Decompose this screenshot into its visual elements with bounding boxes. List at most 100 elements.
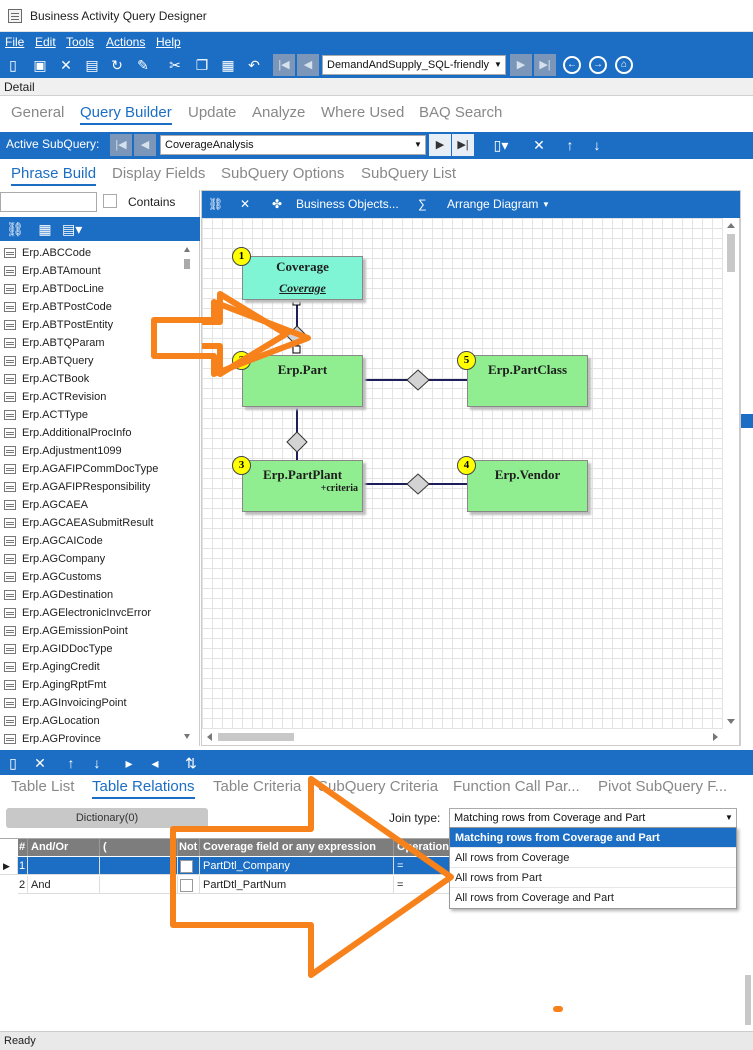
list-item[interactable]: Erp.AGProvince	[0, 730, 182, 744]
subquery-select[interactable]: CoverageAnalysis ▼	[160, 135, 426, 155]
tab-general[interactable]: General	[11, 104, 65, 121]
delete-icon[interactable]: ▤	[85, 57, 99, 73]
list-item[interactable]: Erp.AGLocation	[0, 712, 182, 730]
tab-subquery-list[interactable]: SubQuery List	[361, 165, 457, 182]
tab-analyze[interactable]: Analyze	[252, 104, 306, 121]
close-icon[interactable]: ✕	[60, 57, 72, 73]
table-row-andor[interactable]: And	[28, 876, 100, 894]
objects-icon[interactable]: ✤	[272, 197, 283, 211]
table-row-num[interactable]: 1	[18, 857, 28, 875]
new-subquery-icon[interactable]: ▯▾	[493, 137, 509, 153]
table-row-paren[interactable]	[100, 876, 178, 894]
table-view-icon[interactable]: ▤▾	[62, 221, 83, 237]
list-item[interactable]: Erp.ABTPostCode	[0, 298, 182, 316]
list-item[interactable]: Erp.AGAFIPResponsibility	[0, 478, 182, 496]
list-item[interactable]: Erp.AGCAEA	[0, 496, 182, 514]
paste-icon[interactable]: ▦	[221, 57, 235, 73]
table-row-andor[interactable]	[28, 857, 100, 875]
join-option-matching[interactable]: Matching rows from Coverage and Part	[450, 828, 736, 848]
grid-icon[interactable]: ▦	[38, 221, 52, 237]
move-down-icon[interactable]: ↓	[93, 755, 101, 771]
list-item[interactable]: Erp.ABTQParam	[0, 334, 182, 352]
move-up-icon[interactable]: ↑	[566, 137, 574, 153]
tab-pivot-subquery[interactable]: Pivot SubQuery F...	[598, 778, 728, 795]
list-item[interactable]: Erp.ABTDocLine	[0, 280, 182, 298]
menu-edit[interactable]: Edit	[35, 35, 56, 49]
list-item[interactable]: Erp.AGCompany	[0, 550, 182, 568]
menu-help[interactable]: Help	[156, 35, 181, 49]
delete-icon[interactable]: ✕	[34, 755, 46, 771]
tab-table-criteria[interactable]: Table Criteria	[213, 778, 302, 795]
menu-tools[interactable]: Tools	[66, 35, 95, 49]
not-checkbox[interactable]	[180, 859, 193, 873]
list-item[interactable]: Erp.AgingCredit	[0, 658, 182, 676]
tab-table-list[interactable]: Table List	[11, 778, 75, 795]
arrange-diagram-button[interactable]: Arrange Diagram	[447, 197, 539, 211]
save-icon[interactable]: ▣	[33, 57, 47, 73]
list-item[interactable]: Erp.AGCustoms	[0, 568, 182, 586]
diagram-vertical-scrollbar[interactable]	[723, 218, 739, 729]
refresh-icon[interactable]: ↻	[111, 57, 123, 73]
tab-display-fields[interactable]: Display Fields	[112, 165, 206, 182]
list-item[interactable]: Erp.AGIDDocType	[0, 640, 182, 658]
table-search-input[interactable]	[0, 192, 97, 212]
tab-function-call-params[interactable]: Function Call Par...	[453, 778, 580, 795]
move-up-icon[interactable]: ↑	[67, 755, 75, 771]
list-item[interactable]: Erp.AgingRptFmt	[0, 676, 182, 694]
list-item[interactable]: Erp.AGInvoicingPoint	[0, 694, 182, 712]
tab-where-used[interactable]: Where Used	[321, 104, 405, 121]
list-item[interactable]: Erp.ABCCode	[0, 244, 182, 262]
link-icon[interactable]: ⛓	[208, 197, 224, 211]
next-record-icon[interactable]: ▶	[510, 54, 532, 76]
list-item[interactable]: Erp.Adjustment1099	[0, 442, 182, 460]
cut-icon[interactable]: ✂	[169, 57, 181, 73]
list-item[interactable]: Erp.ACTRevision	[0, 388, 182, 406]
last-record-icon[interactable]: ▶|	[534, 54, 556, 76]
join-option-all-part[interactable]: All rows from Part	[450, 868, 736, 888]
list-item[interactable]: Erp.AGAFIPCommDocType	[0, 460, 182, 478]
table-row-field[interactable]: PartDtl_Company	[200, 857, 394, 875]
new-icon[interactable]: ▯	[9, 57, 17, 73]
list-item[interactable]: Erp.AdditionalProcInfo	[0, 424, 182, 442]
diagram-horizontal-scrollbar[interactable]	[202, 729, 723, 745]
tab-query-builder[interactable]: Query Builder	[80, 104, 172, 125]
diagram-canvas[interactable]: Coverage Coverage Erp.Part Erp.PartPlant…	[202, 218, 723, 729]
forward-icon[interactable]: →	[589, 56, 607, 74]
home-icon[interactable]: ⌂	[615, 56, 633, 74]
link-icon[interactable]: ⛓	[6, 221, 24, 237]
table-row-field[interactable]: PartDtl_PartNum	[200, 876, 394, 894]
node-erp-partplant[interactable]: Erp.PartPlant +criteria	[242, 460, 363, 512]
clear-icon[interactable]: ✎	[137, 57, 149, 73]
tab-table-relations[interactable]: Table Relations	[92, 778, 195, 799]
first-record-icon[interactable]: |◀	[273, 54, 295, 76]
table-row-not[interactable]	[178, 857, 200, 875]
join-option-all-coverage[interactable]: All rows from Coverage	[450, 848, 736, 868]
not-checkbox[interactable]	[180, 878, 193, 892]
list-item[interactable]: Erp.AGEmissionPoint	[0, 622, 182, 640]
undo-icon[interactable]: ↶	[248, 57, 260, 73]
list-item[interactable]: Erp.AGDestination	[0, 586, 182, 604]
move-left-icon[interactable]: ◂	[151, 755, 159, 771]
dictionary-button[interactable]: Dictionary(0)	[6, 808, 208, 828]
sort-icon[interactable]: ⇅	[185, 755, 197, 771]
list-item[interactable]: Erp.ACTType	[0, 406, 182, 424]
business-objects-button[interactable]: Business Objects...	[296, 197, 399, 211]
table-row-not[interactable]	[178, 876, 200, 894]
node-coverage[interactable]: Coverage Coverage	[242, 256, 363, 300]
delete-icon[interactable]: ✕	[240, 197, 251, 211]
node-erp-partclass[interactable]: Erp.PartClass	[467, 355, 588, 407]
list-item[interactable]: Erp.ABTQuery	[0, 352, 182, 370]
tab-baq-search[interactable]: BAQ Search	[419, 104, 503, 121]
new-icon[interactable]: ▯	[9, 755, 17, 771]
table-list-scrollbar[interactable]	[182, 244, 192, 744]
table-row-paren[interactable]	[100, 857, 178, 875]
delete-subquery-icon[interactable]: ✕	[533, 137, 545, 153]
subquery-next-icon[interactable]: ▶	[429, 134, 451, 156]
tab-subquery-options[interactable]: SubQuery Options	[221, 165, 345, 182]
tab-subquery-criteria[interactable]: SubQuery Criteria	[318, 778, 439, 795]
tab-update[interactable]: Update	[188, 104, 237, 121]
move-right-icon[interactable]: ▸	[125, 755, 133, 771]
join-option-all-both[interactable]: All rows from Coverage and Part	[455, 892, 614, 904]
tab-phrase-build[interactable]: Phrase Build	[11, 165, 97, 186]
move-down-icon[interactable]: ↓	[593, 137, 601, 153]
